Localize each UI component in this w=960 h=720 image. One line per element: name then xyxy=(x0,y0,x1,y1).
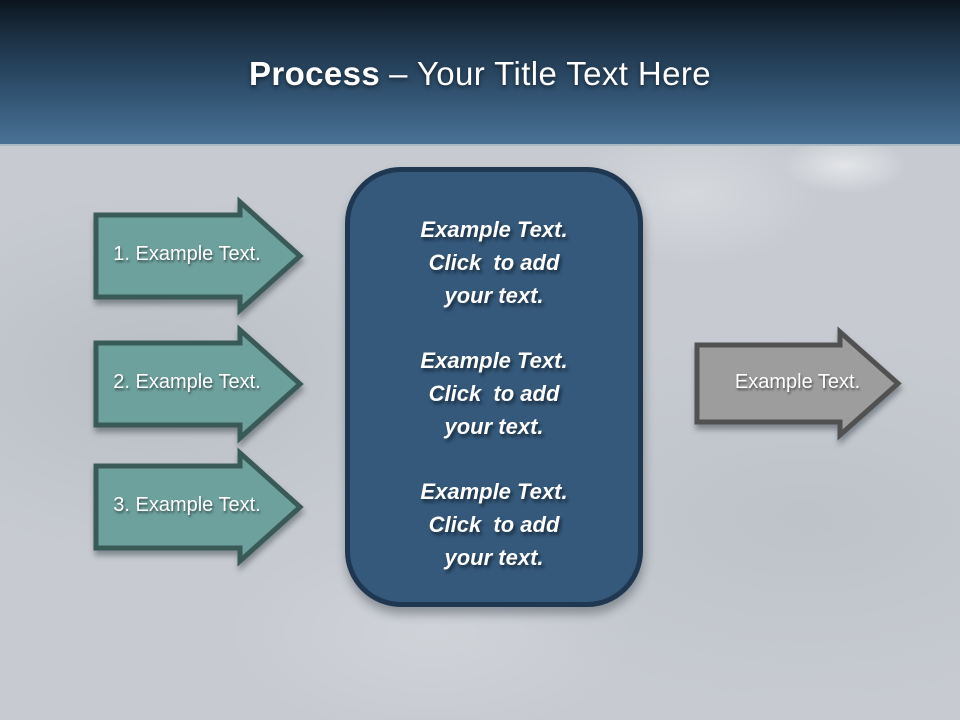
right-arrow-shape-icon xyxy=(694,326,902,441)
process-step-arrow-3: 3. Example Text. xyxy=(93,447,304,567)
right-arrow-shape-icon xyxy=(93,447,304,567)
output-arrow: Example Text. xyxy=(694,326,902,441)
center-panel: Example Text. Click to add your text. Ex… xyxy=(345,167,643,607)
process-step-arrow-1: 1. Example Text. xyxy=(93,196,304,316)
title-keyword: Process xyxy=(248,55,381,92)
process-step-2-label: 2. Example Text. xyxy=(113,371,261,393)
right-arrow-shape-icon xyxy=(93,324,304,444)
right-arrow-shape-icon xyxy=(93,196,304,316)
title-subtitle: – Your Title Text Here xyxy=(389,55,712,92)
slide-title: Process– Your Title Text Here xyxy=(249,51,711,93)
slide-header: Process– Your Title Text Here xyxy=(0,0,960,146)
panel-text-block-1: Example Text. Click to add your text. xyxy=(420,216,568,308)
panel-text-block-2: Example Text. Click to add your text. xyxy=(420,347,568,439)
output-arrow-label: Example Text. xyxy=(734,371,861,393)
process-step-3-label: 3. Example Text. xyxy=(113,494,261,516)
process-step-arrow-2: 2. Example Text. xyxy=(93,324,304,444)
panel-text-block-3: Example Text. Click to add your text. xyxy=(420,478,568,570)
process-step-1-label: 1. Example Text. xyxy=(113,243,261,265)
